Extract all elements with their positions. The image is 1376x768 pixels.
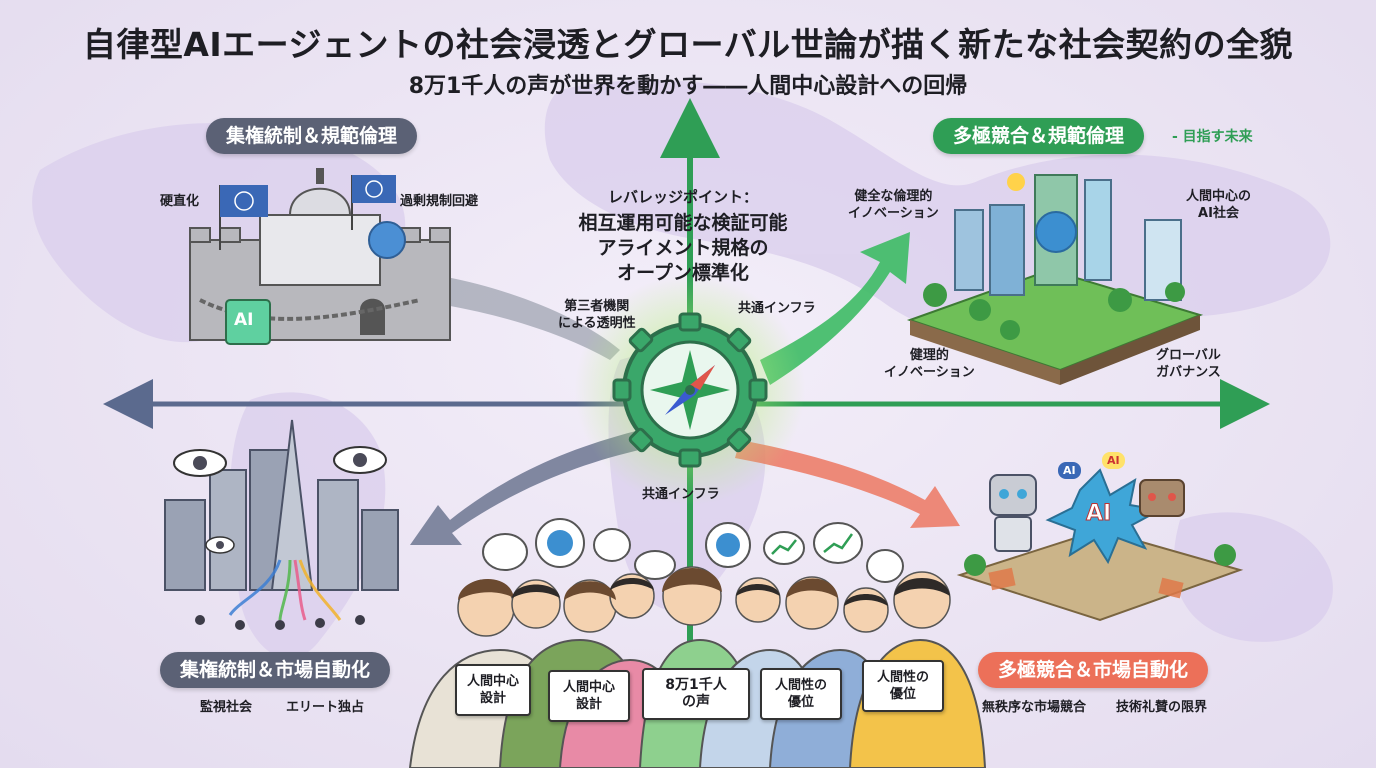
surveillance-city-illustration [164, 419, 399, 630]
globe-icon [547, 530, 740, 557]
protest-sign-3: 8万1千人 の声 [642, 668, 750, 720]
note-third-party-transparency: 第三者機関 による透明性 [558, 299, 636, 331]
green-city-illustration [906, 173, 1204, 385]
protest-sign-4: 人間性の 優位 [760, 668, 842, 720]
note-global-governance: グローバル ガバナンス [1156, 348, 1221, 380]
compass-gear-icon [612, 312, 768, 468]
ai-chip-icon [225, 299, 271, 345]
leverage-point-box: レバレッジポイント： 相互運用可能な検証可能 アライメント規格の オープン標準化 [548, 186, 818, 286]
ai-burst-label: AI [1085, 501, 1112, 527]
ai-bubble-right: AI [1102, 452, 1125, 469]
note-rigidity: 硬直化 [160, 194, 200, 209]
note-tech-worship-limit: 技術礼賛の限界 [1116, 700, 1208, 715]
robot-icon [989, 474, 1037, 552]
chaotic-market-illustration [956, 468, 1244, 622]
protest-sign-1-text: 人間中心 設計 [466, 674, 519, 706]
page-title: 自律型AIエージェントの社会浸透とグローバル世論が描く新たな社会契約の全貌 [82, 25, 1294, 64]
note-chaotic-market: 無秩序な市場競合 [982, 700, 1087, 715]
leverage-point-heading: レバレッジポイント： [607, 188, 758, 206]
page-subtitle: 8万1千人の声が世界を動かす――人間中心設計への回帰 [408, 74, 968, 99]
chart-icon [771, 533, 854, 555]
note-ethical-innovation: 健理的 イノベーション [884, 348, 975, 380]
robot-icon-2 [1139, 479, 1185, 517]
note-common-infra-lower: 共通インフラ [642, 487, 720, 502]
eye-icon [173, 446, 387, 554]
quadrant-label-bottom-left: 集権統制＆市場自動化 [160, 652, 391, 688]
note-elite-monopoly: エリート独占 [286, 700, 365, 715]
fortress-illustration [189, 168, 451, 341]
protest-sign-4-text: 人間性の 優位 [774, 678, 827, 710]
protest-sign-5-text: 人間性の 優位 [876, 670, 929, 702]
quadrant-label-top-left: 集権統制＆規範倫理 [206, 118, 418, 154]
note-human-centric-society: 人間中心の AI社会 [1186, 189, 1252, 221]
protest-sign-5: 人間性の 優位 [862, 660, 944, 712]
note-common-infra-upper: 共通インフラ [738, 301, 816, 316]
ai-chip-label: AI [234, 310, 254, 330]
protest-sign-3-text: 8万1千人 の声 [665, 677, 727, 710]
quadrant-label-top-right: 多極競合＆規範倫理 [933, 118, 1145, 154]
protest-sign-2: 人間中心 設計 [548, 670, 630, 722]
target-future-tag: - 目指す未来 [1172, 129, 1253, 145]
note-surveillance-society: 監視社会 [200, 700, 253, 715]
ai-bubble-left: AI [1058, 462, 1081, 479]
leverage-point-body: 相互運用可能な検証可能 アライメント規格の オープン標準化 [578, 212, 788, 284]
note-overregulation: 過剰規制回避 [400, 194, 479, 209]
note-healthy-innovation: 健全な倫理的 イノベーション [848, 189, 939, 221]
quadrant-label-bottom-right: 多極競合＆市場自動化 [978, 652, 1209, 688]
protest-sign-2-text: 人間中心 設計 [562, 680, 615, 712]
protest-sign-1: 人間中心 設計 [455, 664, 531, 716]
